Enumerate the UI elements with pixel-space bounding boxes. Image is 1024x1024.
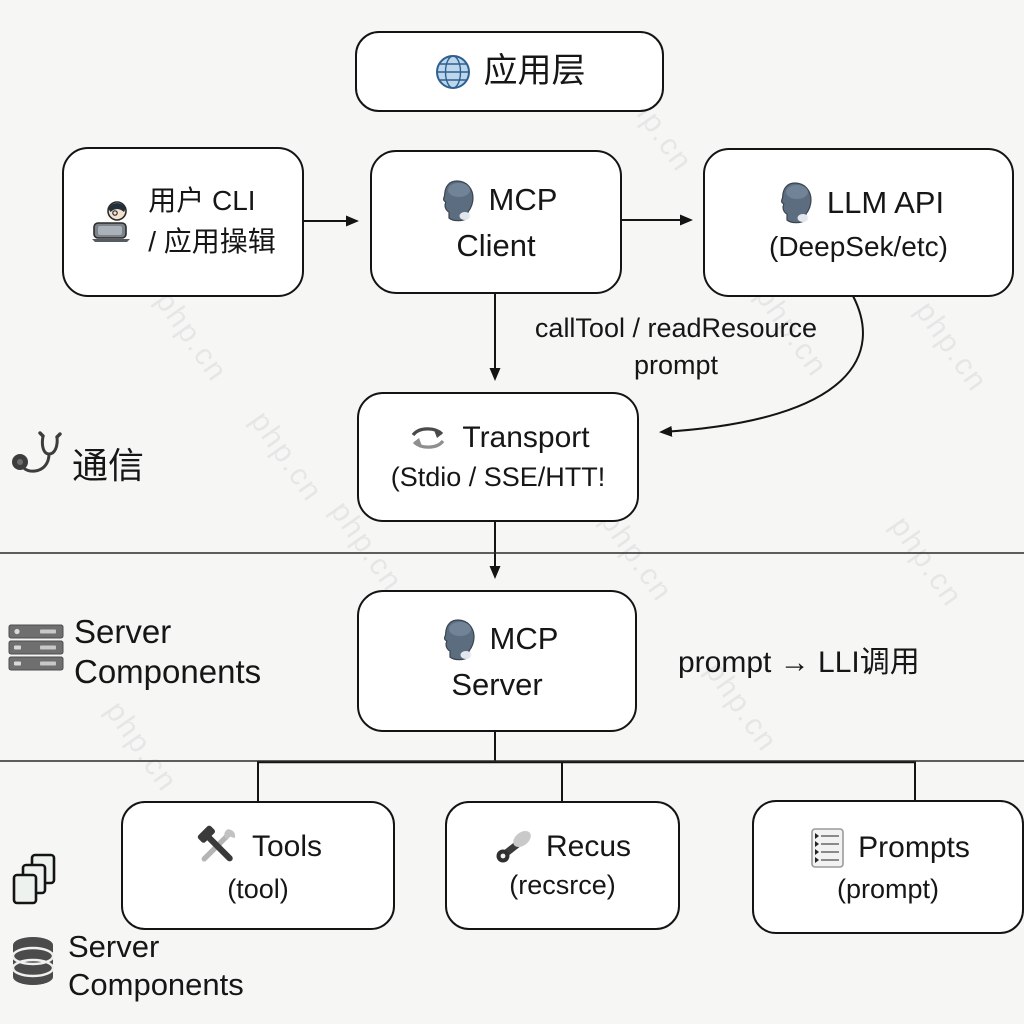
node-resources: Recus (recsrce) bbox=[445, 801, 680, 930]
resources-line1: Recus bbox=[545, 829, 632, 863]
transport-line2: (Stdio / SSE/HTT! bbox=[390, 461, 606, 492]
communication-label: 通信 bbox=[72, 445, 145, 486]
edge-label-calltool: callTool / readResource prompt bbox=[506, 313, 846, 381]
prompts-line1: Prompts bbox=[858, 831, 970, 865]
node-user-cli: 用户 CLI / 应用操辑 bbox=[62, 147, 304, 297]
globe-icon bbox=[435, 54, 470, 89]
wrench-icon bbox=[496, 830, 531, 863]
app-layer-label: 应用层 bbox=[483, 52, 586, 91]
llm-api-line1: LLM API bbox=[826, 184, 945, 220]
hammer-wrench-icon bbox=[197, 825, 236, 862]
node-tools: Tools (tool) bbox=[121, 801, 395, 930]
node-prompts: Prompts (prompt) bbox=[752, 800, 1024, 934]
node-mcp-server: MCP Server bbox=[357, 590, 637, 732]
node-llm-api: LLM API (DeepSek/etc) bbox=[703, 148, 1014, 297]
list-icon bbox=[811, 828, 844, 868]
mcp-server-line2: Server bbox=[451, 666, 543, 702]
tools-line1: Tools bbox=[251, 829, 323, 863]
resources-line2: (recsrce) bbox=[509, 870, 616, 901]
stethoscope-icon bbox=[12, 431, 62, 473]
head-icon bbox=[443, 619, 475, 660]
tools-line2: (tool) bbox=[227, 873, 289, 904]
user-cli-line1: 用户 CLI bbox=[148, 185, 256, 217]
transport-line1: Transport bbox=[462, 421, 590, 455]
server-components-line2: Components bbox=[74, 653, 262, 690]
head-icon bbox=[780, 182, 812, 224]
server-components-bottom-line1: Server bbox=[68, 929, 160, 964]
call-edge-line2: prompt bbox=[633, 350, 719, 380]
mcp-server-line1: MCP bbox=[489, 621, 559, 657]
technologist-icon bbox=[92, 201, 131, 242]
head-icon bbox=[442, 180, 474, 221]
server-components-label: Server Components bbox=[74, 612, 261, 692]
server-components-bottom-label: Server Components bbox=[68, 928, 244, 1004]
call-edge-line1: callTool / readResource bbox=[534, 313, 818, 343]
llm-api-line2: (DeepSek/etc) bbox=[769, 231, 948, 262]
prompts-line2: (prompt) bbox=[836, 874, 939, 905]
prompt-flow-label: prompt → LLI调用 bbox=[678, 646, 920, 679]
server-components-line1: Server bbox=[74, 613, 172, 650]
database-icon bbox=[11, 937, 55, 985]
mcp-client-line2: Client bbox=[456, 227, 536, 263]
node-transport: Transport (Stdio / SSE/HTT! bbox=[357, 392, 639, 522]
server-rack-icon bbox=[8, 624, 64, 671]
transport-arrows-icon bbox=[412, 427, 445, 449]
user-cli-line2: / 应用操辑 bbox=[148, 226, 276, 257]
pages-icon bbox=[12, 853, 56, 905]
node-mcp-client: MCP Client bbox=[370, 150, 622, 294]
arrow-llm-to-transport bbox=[659, 295, 864, 437]
server-components-bottom-line2: Components bbox=[68, 967, 244, 1002]
mcp-client-line1: MCP bbox=[488, 182, 558, 218]
node-application-layer: 应用层 bbox=[355, 31, 664, 112]
